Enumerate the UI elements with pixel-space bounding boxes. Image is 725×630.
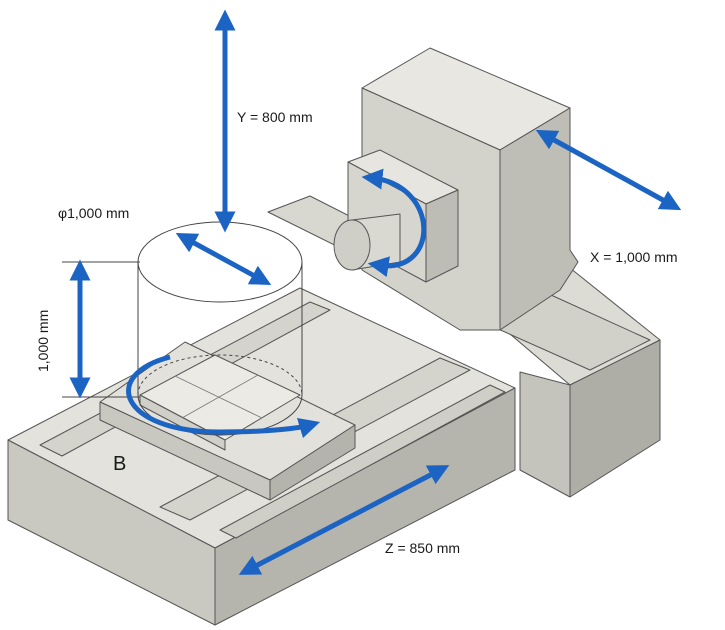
cylinder-bottom-ellipse [137,394,303,436]
height-label: 1,000 mm [35,310,51,372]
diameter-label: φ1,000 mm [58,205,129,221]
b-axis-label: B [113,453,126,475]
z-travel-label: Z = 850 mm [385,540,460,556]
diameter-arrow [175,232,272,286]
height-dimension [62,261,140,398]
axis-arrows [69,9,682,575]
column-base-side [569,339,661,498]
spindle-nose [333,219,371,271]
y-travel-label: Y = 800 mm [237,109,313,125]
pallet-front [139,394,226,451]
spindle-rotation-arrow [361,168,427,278]
x-travel-label: X = 1,000 mm [590,249,678,265]
x-axis-arrow [535,129,682,211]
column-base-front [519,371,571,498]
cylinder-top-ellipse [137,221,303,303]
z-axis-arrow [238,465,450,575]
spindle-head-side [425,189,459,283]
b-axis-rotation-arrow [126,354,321,439]
pallet-crosshair-2 [181,374,259,419]
cylinder-bottom-back [137,354,303,396]
